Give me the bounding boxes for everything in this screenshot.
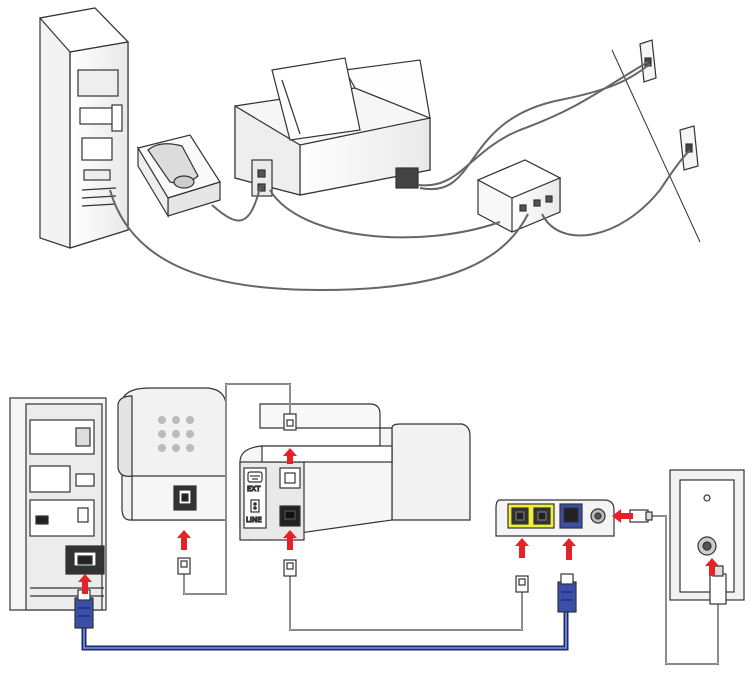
phone-jack-icon	[247, 471, 263, 483]
red-up-arrow-icon	[78, 448, 719, 594]
printer	[234, 57, 431, 197]
wall	[611, 39, 701, 243]
printer-schematic: EXT LINE	[239, 403, 471, 541]
telephone	[137, 134, 221, 219]
computer-schematic	[9, 397, 107, 611]
ext-label: EXT	[247, 485, 261, 493]
computer-tower	[38, 7, 130, 249]
dsl-modem-schematic	[495, 499, 615, 537]
bottom-schematic: EXT LINE	[9, 383, 745, 665]
line-label: LINE	[246, 516, 262, 524]
telephone-schematic	[117, 387, 227, 521]
top-illustration	[38, 7, 701, 292]
connector-plugs	[74, 413, 727, 629]
keypad	[158, 416, 194, 452]
top-cables	[109, 61, 691, 292]
wall-plate-schematic	[669, 469, 745, 601]
dsl-filter-box	[476, 159, 562, 233]
bottom-cables	[81, 383, 719, 665]
line-cable	[289, 572, 523, 631]
